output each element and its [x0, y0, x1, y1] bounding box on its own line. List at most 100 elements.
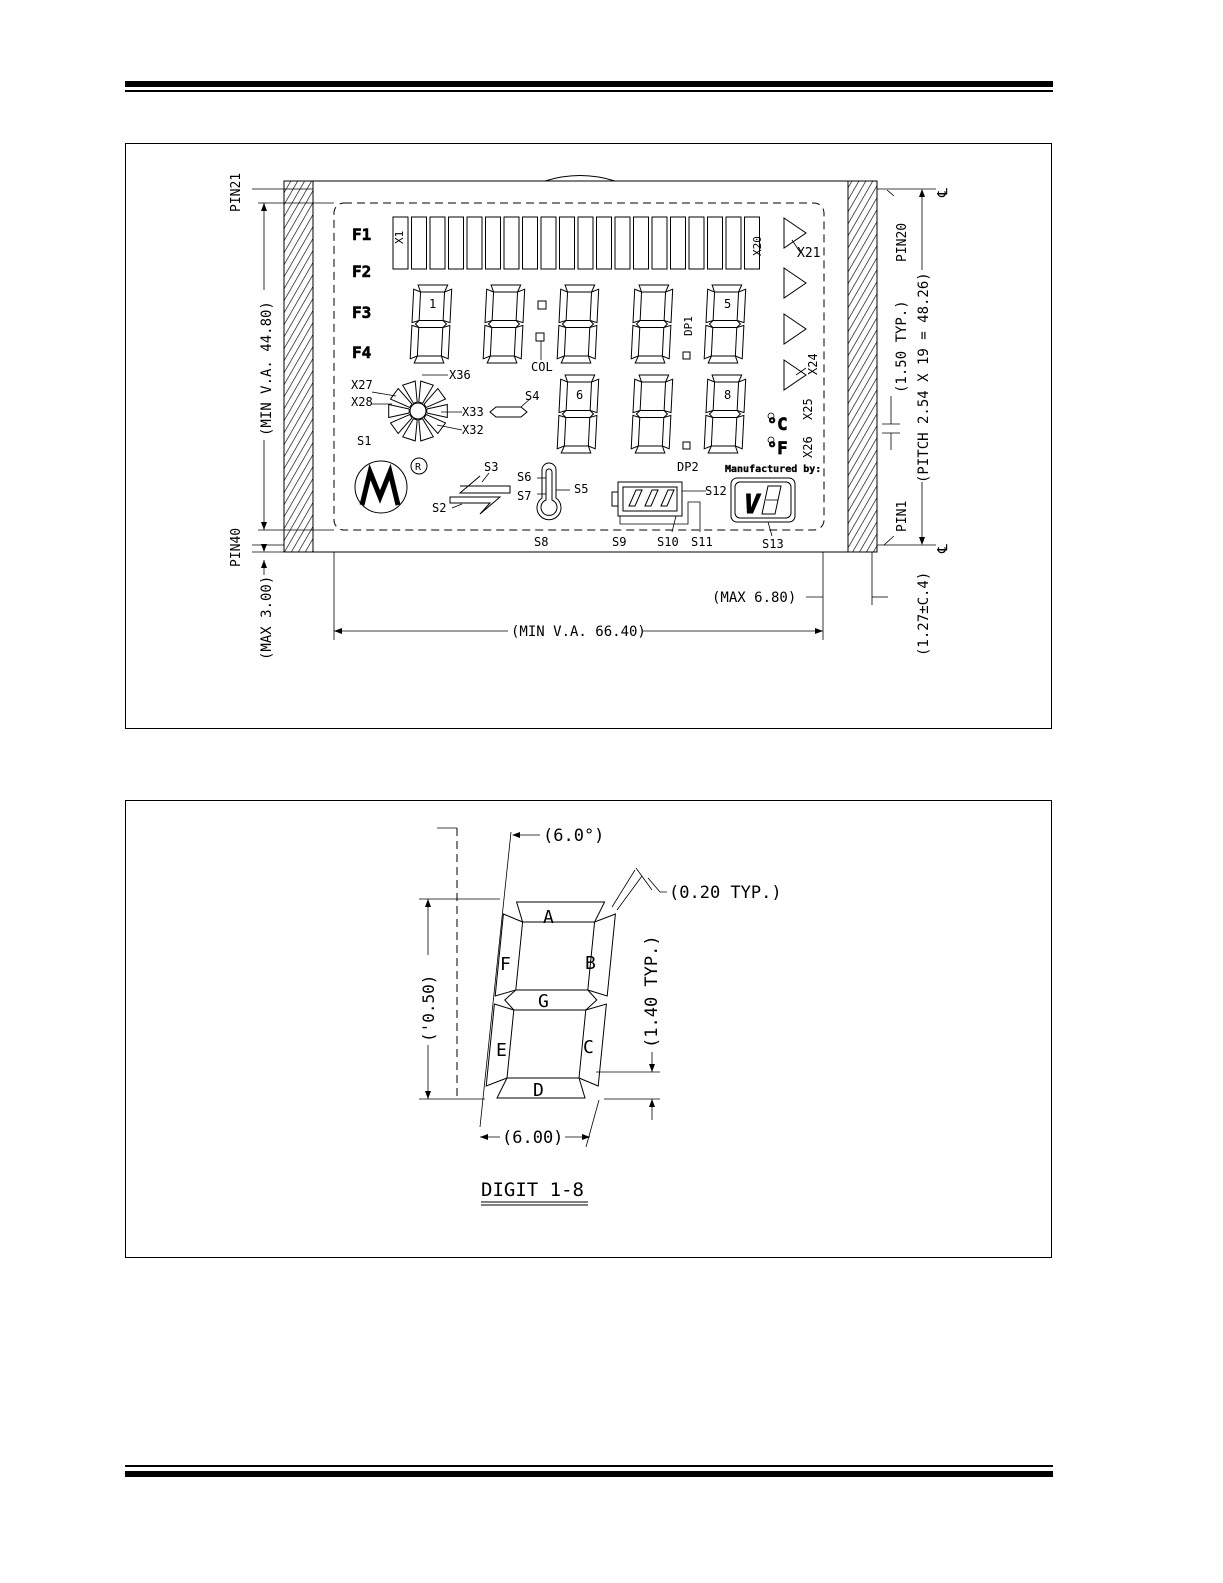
fan-icon [388, 380, 448, 442]
bar-cell [725, 216, 742, 270]
s3-label: S3 [484, 460, 498, 474]
digit-8-segment-g [708, 410, 742, 418]
s4-segment [489, 406, 528, 418]
digit-4-segment-g [635, 320, 669, 328]
digit-8-number: 8 [724, 388, 731, 402]
lcd-digit-8 [703, 374, 747, 454]
x26-label: X26 [801, 436, 815, 458]
x36-label: X36 [449, 368, 471, 382]
digit-7-segment-b [663, 378, 674, 414]
s5-label: S5 [574, 482, 588, 496]
footer-rule-thick [125, 1471, 1053, 1477]
dim-typ-150: (1.50 TYP.) [894, 300, 910, 393]
lcd-digit-7 [630, 374, 674, 454]
digit-5-segment-e [703, 324, 714, 360]
function-labels: F1 F2 F3 F4 [352, 225, 372, 363]
digit-3-segment-f [558, 288, 569, 324]
segment-e-letter: E [496, 1040, 507, 1061]
digit-1-number: 1 [429, 297, 436, 311]
header-rule-thin [125, 90, 1053, 92]
digit-1-segment-d [413, 355, 445, 364]
digit-2-segment-f [484, 288, 495, 324]
digit-1-segment-b [442, 288, 453, 324]
digit-1-segment-f [411, 288, 422, 324]
digit-7-segment-d [634, 445, 666, 454]
centerline-bottom: ℄ [935, 544, 951, 554]
digit-6-segment-d [560, 445, 592, 454]
x25-label: X25 [801, 398, 815, 420]
arrow-x24-label: X24 [806, 353, 820, 375]
detail-segment-d [496, 1077, 586, 1099]
fan-blade [389, 387, 413, 409]
left-pin-strip [283, 180, 314, 553]
s12-label: S12 [705, 484, 727, 498]
unit-symbols [767, 412, 775, 444]
pin21-label: PIN21 [229, 173, 244, 212]
lcd-panel: F1 F2 F3 F4 X1 X20 X21 X24 1 5 6 8 [283, 175, 878, 553]
digit-3-segment-c [587, 324, 598, 360]
digit-6-segment-c [587, 414, 598, 450]
colon-and-dp [535, 300, 691, 450]
digit-3-segment-g [561, 320, 595, 328]
bar-cell [633, 216, 649, 270]
digit-6-segment-a [564, 374, 596, 383]
pin1-label: PIN1 [895, 501, 910, 532]
digit-4-segment-e [630, 324, 641, 360]
dim-width: (6.00) [502, 1128, 563, 1148]
digit-6-segment-b [589, 378, 600, 414]
s13-label: S13 [762, 537, 784, 551]
detail-segment-f [494, 913, 524, 997]
s1-logo-icon [354, 457, 428, 514]
dp2-label: DP2 [677, 460, 699, 474]
fan-blade [401, 418, 418, 442]
segment-c-letter: C [583, 1037, 594, 1058]
digit-4-segment-c [661, 324, 672, 360]
digit-6-number: 6 [576, 388, 583, 402]
dim-pitch: (PITCH 2.54 X 19 = 48.26) [916, 272, 932, 483]
digit-7-segment-f [632, 378, 643, 414]
pin40-label: PIN40 [229, 528, 244, 567]
bar-cell [448, 216, 464, 270]
dim-seg-width: (1.40 TYP.) [642, 935, 662, 1048]
lcd-digit-3 [556, 284, 600, 364]
segment-g-letter: G [538, 991, 549, 1012]
dim-gap: (0.20 TYP.) [669, 883, 782, 903]
f1-label: F1 [352, 225, 371, 244]
digit-7-segment-c [661, 414, 672, 450]
bar-cell [540, 216, 557, 270]
digit-5-segment-d [707, 355, 739, 364]
lcd-figure-frame [125, 143, 1052, 729]
detail-segment-e [485, 1003, 515, 1087]
digit-7-segment-e [630, 414, 641, 450]
s4-label: S4 [525, 389, 539, 403]
digit-8-segment-a [711, 374, 743, 383]
fan-blade [418, 380, 435, 404]
dim-angle: (6.0°) [543, 826, 604, 846]
digit-1-segment-e [409, 324, 420, 360]
dim-pin-offset: (1.27±C.4) [916, 572, 932, 656]
logo-letter: V [744, 490, 761, 520]
manufacturer-logo-icon [730, 477, 796, 537]
s7-label: S7 [517, 489, 531, 503]
s11-label: S11 [691, 535, 713, 549]
bar-cell [670, 216, 686, 270]
lcd-digit-6 [556, 374, 600, 454]
digit-4-segment-a [638, 284, 670, 293]
segment-letters: A B C D E F G [496, 907, 596, 1101]
digit-4-segment-d [634, 355, 666, 364]
digit-5-segment-f [705, 288, 716, 324]
dim-min-va-width: (MIN V.A. 66.40) [511, 624, 646, 640]
manufactured-by-label: Manufactured by: [725, 464, 821, 475]
s9-label: S9 [612, 535, 626, 549]
bar-cell [466, 216, 483, 270]
battery-icon [611, 481, 706, 533]
digit-7-segment-g [635, 410, 669, 418]
digit-numbers: 1 5 6 8 [429, 297, 731, 402]
digit-6-segment-f [558, 378, 569, 414]
viewing-area [333, 202, 825, 531]
bar-cell [614, 216, 631, 270]
digit-5-segment-g [708, 320, 742, 328]
pin20-label: PIN20 [895, 223, 910, 262]
bar-x20-label: X20 [751, 236, 764, 256]
s6-label: S6 [517, 470, 531, 484]
